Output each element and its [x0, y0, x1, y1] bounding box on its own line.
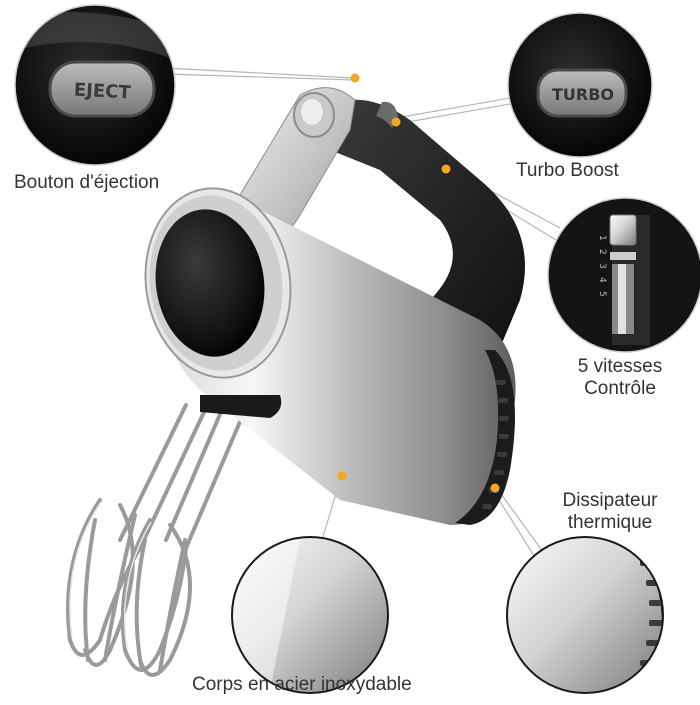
speed-mark-3: 3: [597, 263, 607, 269]
label-heatsink-line2: thermique: [567, 512, 653, 533]
zoom-body-circle: [231, 536, 389, 694]
beaters: [66, 403, 247, 677]
speed-mark-4: 4: [597, 277, 607, 283]
label-speed-control: 5 vitesses Contrôle: [550, 356, 690, 400]
label-speed-line1: 5 vitesses: [577, 356, 663, 377]
callout-dot-turbo: [391, 117, 401, 127]
callout-dot-speed: [441, 164, 451, 174]
speed-mark-1: 1: [597, 235, 607, 241]
zoom-eject-circle: EJECT: [14, 4, 176, 166]
eject-button-text: EJECT: [73, 80, 132, 104]
zoom-turbo-circle: TURBO: [507, 12, 653, 158]
label-speed-line2: Contrôle: [584, 378, 656, 399]
label-heatsink: Dissipateur thermique: [540, 490, 680, 534]
callout-dot-body: [337, 471, 347, 481]
callout-dots: [337, 73, 500, 493]
zoom-speed-circle: 1 2 3 4 5: [547, 197, 700, 353]
label-stainless-body: Corps en acier inoxydable: [192, 674, 412, 695]
turbo-button-text: TURBO: [552, 85, 614, 104]
callout-dot-heatsink: [490, 483, 500, 493]
label-eject-button: Bouton d'éjection: [14, 172, 160, 193]
mixer-body: [144, 187, 516, 525]
speed-mark-2: 2: [597, 249, 607, 255]
speed-dial-numbers: 1 2 3 4 5: [597, 235, 607, 297]
label-turbo-boost: Turbo Boost: [516, 160, 619, 181]
label-heatsink-line1: Dissipateur: [562, 490, 658, 511]
speed-mark-5: 5: [597, 291, 607, 297]
callout-dot-eject: [350, 73, 360, 83]
zoom-heatsink-circle: [506, 536, 664, 694]
